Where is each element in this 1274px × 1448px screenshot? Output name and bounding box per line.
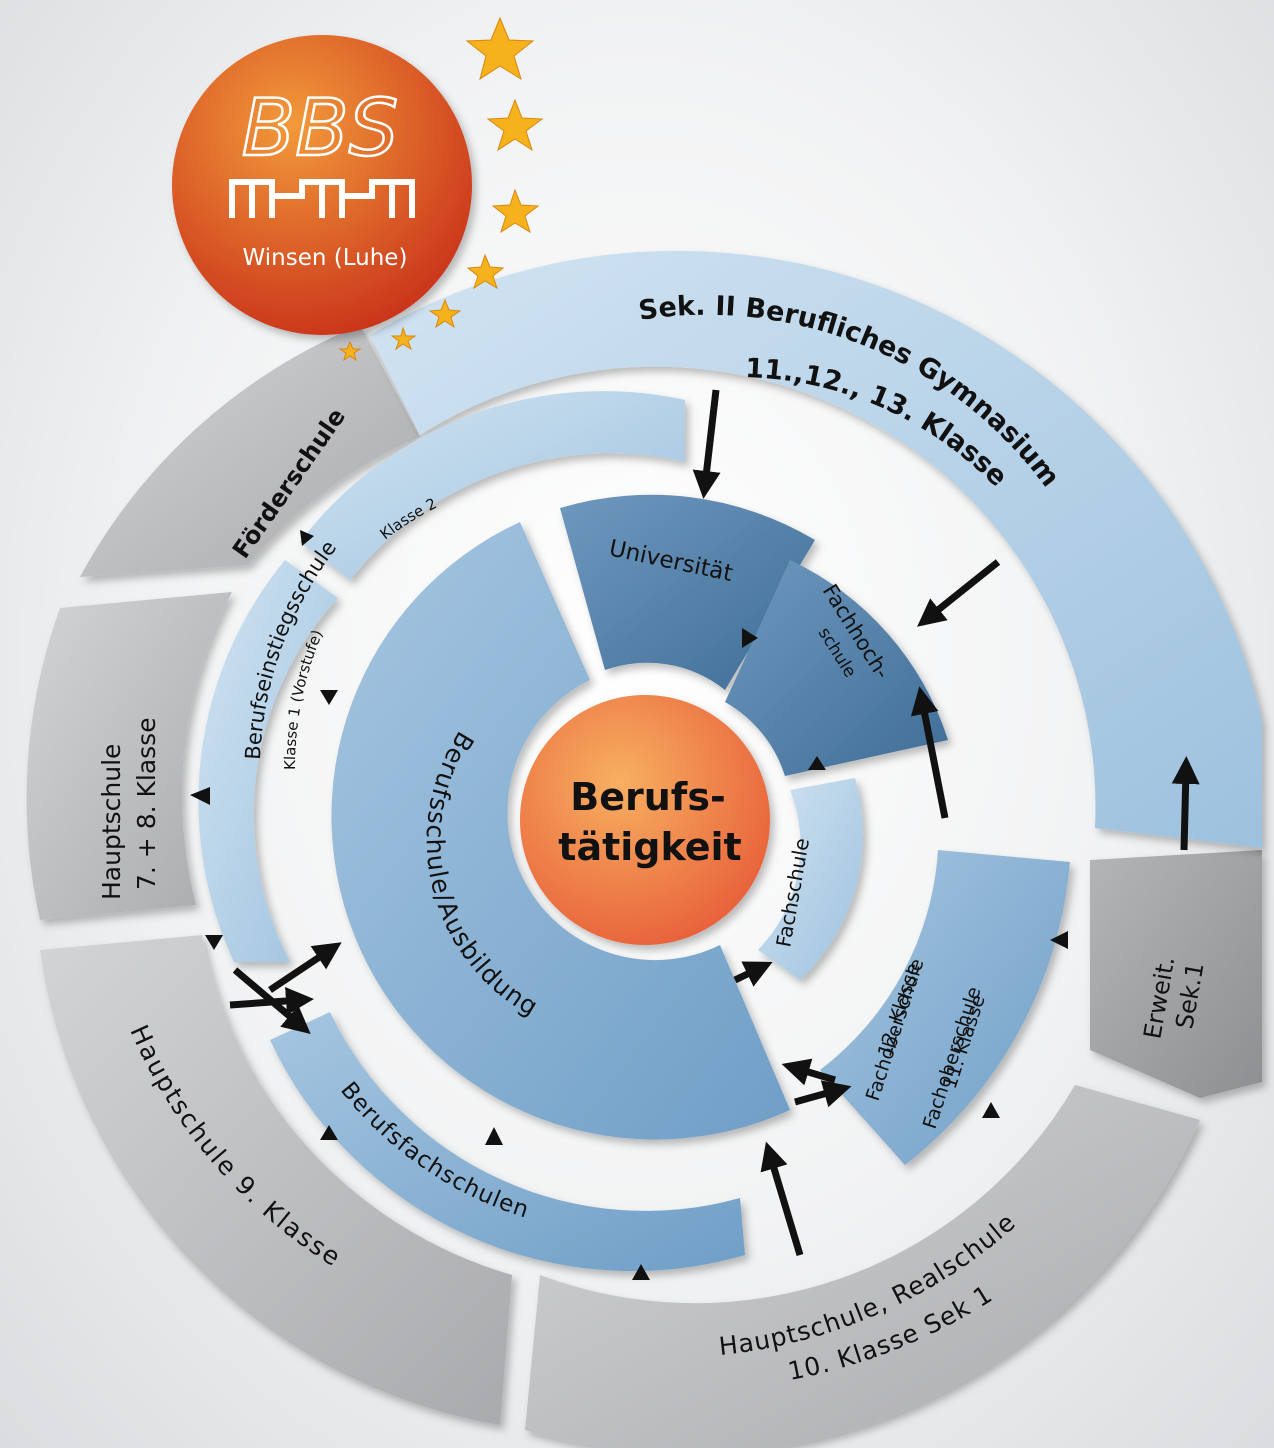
segment-berufsfachschulen: [270, 1012, 745, 1272]
arrowhead-bes-to-bs: [320, 690, 338, 705]
arrowhead-foerder-to-bes: [300, 530, 314, 546]
arrow-fos-to-fachhochschule: [910, 686, 949, 819]
center-circle: [520, 695, 770, 945]
arrow-hsrs-to-berufsschule: [760, 1141, 804, 1257]
label-hauptschule-78-line2: 7. + 8. Klasse: [132, 717, 161, 890]
segment-foerderschule: [80, 325, 420, 577]
star-icon: [465, 16, 535, 81]
arrow-hs78-to-bfs: [229, 987, 314, 1015]
inner-ring: [331, 494, 948, 1140]
star-icon: [466, 253, 505, 290]
star-icon: [338, 340, 362, 362]
arrowhead-erweit-to-fos: [1050, 931, 1068, 949]
arrow-berufsschule-to-fos: [794, 1080, 852, 1108]
star-icon: [486, 98, 544, 152]
arrow-bgy-to-universitaet: [692, 389, 721, 499]
segment-hauptschule-realschule-10: [525, 1085, 1200, 1448]
segment-hauptschule-9: [40, 935, 512, 1425]
logo-place: Winsen (Luhe): [243, 245, 408, 271]
center-label-line1: Berufs-: [570, 775, 725, 819]
stars: [338, 16, 544, 362]
segment-hauptschule-7-8: [26, 592, 232, 920]
arrow-to-fachschule: [733, 961, 773, 987]
arrowhead-hs78-to-bes: [190, 787, 210, 805]
segment-erweit-sek1: [1090, 850, 1262, 1098]
arrowhead-bs-to-universitaet: [742, 628, 758, 648]
outer-ring: [26, 325, 1262, 1448]
segment-fachoberschule: [820, 850, 1070, 1165]
segment-berufliches-gymnasium: [370, 250, 1262, 848]
arrow-bes-to-bfs: [232, 967, 311, 1035]
segment-fachschule: [758, 778, 864, 980]
arrowhead-hs78-to-bes2: [205, 935, 223, 950]
small-arrowheads: [190, 530, 1068, 1280]
arrowhead-bes-to-bs2: [320, 1125, 338, 1140]
middle-ring: [198, 391, 1070, 1272]
star-icon: [390, 326, 417, 351]
segment-berufseinstiegsschule-klasse2: [300, 391, 685, 580]
arrow-fos-to-berufsschule: [781, 1058, 837, 1086]
logo-building-icon: [229, 179, 415, 218]
arrowhead-hsrs-to-fos: [982, 1102, 1000, 1118]
label-hauptschule-78-line1: Hauptschule: [97, 744, 126, 900]
arrow-erweit-to-bgy: [1171, 756, 1200, 851]
star-icon: [428, 298, 462, 329]
segment-berufseinstiegsschule-klasse1: [198, 560, 338, 962]
flow-arrows: [229, 389, 1200, 1257]
logo-name: BBS: [242, 84, 399, 174]
segment-berufsschule-ausbildung: [331, 522, 790, 1140]
center-label-line2: tätigkeit: [558, 825, 741, 869]
arrow-bes-to-berufsschule: [268, 942, 342, 993]
arrowhead-bfs-to-bs: [485, 1127, 503, 1145]
bbs-logo: BBS Winsen (Luhe): [172, 35, 472, 335]
arrowhead-hsrs-to-bfs: [632, 1264, 650, 1280]
arrowhead-fs-to-fh: [808, 756, 826, 770]
star-icon: [491, 188, 540, 234]
segment-fachhochschule: [725, 560, 948, 776]
arrow-bgy-to-fachhochschule: [917, 559, 1001, 627]
